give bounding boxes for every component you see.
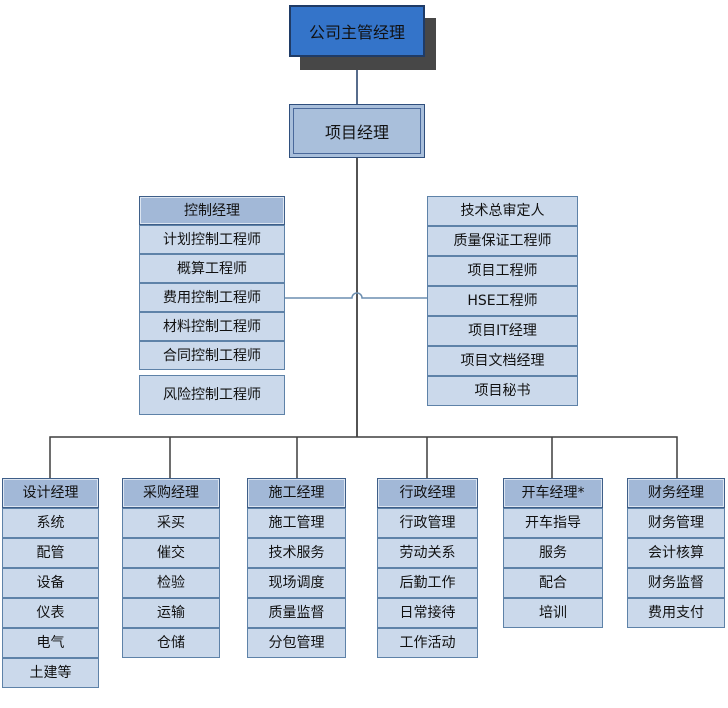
list-item: 行政管理 (377, 508, 478, 538)
list-item: 配合 (503, 568, 603, 598)
list-item: 后勤工作 (377, 568, 478, 598)
list-item: 财务监督 (627, 568, 725, 598)
list-item: 技术总审定人 (427, 196, 578, 226)
list-item: 开车指导 (503, 508, 603, 538)
list-item: 项目秘书 (427, 376, 578, 406)
project-staff-list: 技术总审定人 质量保证工程师 项目工程师 HSE工程师 项目IT经理 项目文档经… (427, 196, 578, 406)
list-item: HSE工程师 (427, 286, 578, 316)
list-item: 费用支付 (627, 598, 725, 628)
list-item: 技术服务 (247, 538, 346, 568)
node-label: 公司主管经理 (308, 23, 405, 42)
department-startup: 开车经理* 开车指导 服务 配合 培训 (503, 478, 603, 628)
list-item: 质量监督 (247, 598, 346, 628)
list-item: 服务 (503, 538, 603, 568)
department-header: 行政经理 (377, 478, 478, 508)
node-label: 项目经理 (324, 123, 389, 142)
list-item: 费用控制工程师 (139, 283, 285, 312)
list-item: 土建等 (2, 658, 99, 688)
control-manager-list: 控制经理 计划控制工程师 概算工程师 费用控制工程师 材料控制工程师 合同控制工… (139, 196, 285, 415)
list-item: 设备 (2, 568, 99, 598)
list-item: 检验 (122, 568, 220, 598)
list-item: 仓储 (122, 628, 220, 658)
list-item: 风险控制工程师 (139, 375, 285, 415)
department-header: 施工经理 (247, 478, 346, 508)
list-item: 分包管理 (247, 628, 346, 658)
list-item: 系统 (2, 508, 99, 538)
list-item: 运输 (122, 598, 220, 628)
list-item: 日常接待 (377, 598, 478, 628)
list-item: 计划控制工程师 (139, 225, 285, 254)
node-company-chief-manager: 公司主管经理 (289, 5, 425, 57)
list-item: 项目工程师 (427, 256, 578, 286)
list-header-control-manager: 控制经理 (139, 196, 285, 225)
list-item: 施工管理 (247, 508, 346, 538)
department-finance: 财务经理 财务管理 会计核算 财务监督 费用支付 (627, 478, 725, 628)
list-item: 催交 (122, 538, 220, 568)
department-header: 采购经理 (122, 478, 220, 508)
list-item: 劳动关系 (377, 538, 478, 568)
list-item: 概算工程师 (139, 254, 285, 283)
list-item: 配管 (2, 538, 99, 568)
list-item: 会计核算 (627, 538, 725, 568)
department-procurement: 采购经理 采买 催交 检验 运输 仓储 (122, 478, 220, 658)
department-design: 设计经理 系统 配管 设备 仪表 电气 土建等 (2, 478, 99, 688)
list-item: 现场调度 (247, 568, 346, 598)
department-header: 开车经理* (503, 478, 603, 508)
department-header: 设计经理 (2, 478, 99, 508)
list-item: 质量保证工程师 (427, 226, 578, 256)
department-header: 财务经理 (627, 478, 725, 508)
list-item: 项目IT经理 (427, 316, 578, 346)
list-item: 项目文档经理 (427, 346, 578, 376)
list-item: 材料控制工程师 (139, 312, 285, 341)
list-item: 采买 (122, 508, 220, 538)
list-item: 合同控制工程师 (139, 341, 285, 370)
connector-department-tree (49, 436, 678, 478)
node-project-manager: 项目经理 (289, 104, 425, 158)
list-item: 财务管理 (627, 508, 725, 538)
list-item: 培训 (503, 598, 603, 628)
department-administration: 行政经理 行政管理 劳动关系 后勤工作 日常接待 工作活动 (377, 478, 478, 658)
department-construction: 施工经理 施工管理 技术服务 现场调度 质量监督 分包管理 (247, 478, 346, 658)
connector-cross-link-hop (285, 292, 427, 299)
list-item: 工作活动 (377, 628, 478, 658)
list-item: 电气 (2, 628, 99, 658)
list-item: 仪表 (2, 598, 99, 628)
